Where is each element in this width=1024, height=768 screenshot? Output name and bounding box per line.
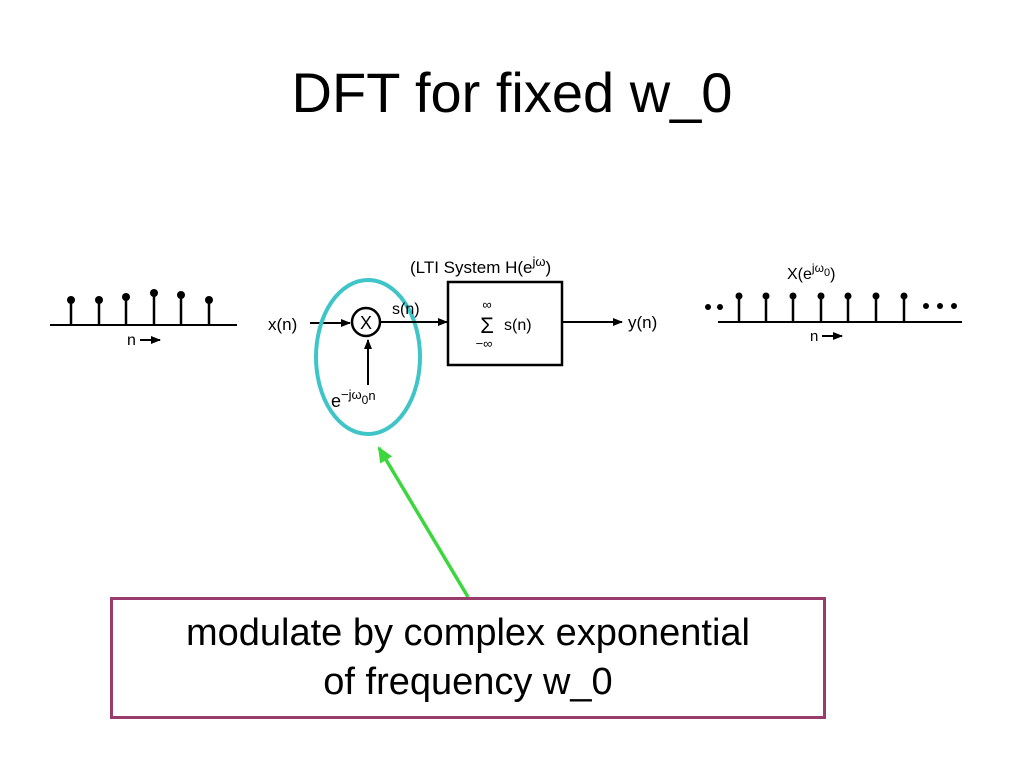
sum-symbol: Σ xyxy=(480,313,494,338)
right-stem-heads xyxy=(735,292,908,300)
output-label: y(n) xyxy=(628,313,657,332)
sum-upper-limit: ∞ xyxy=(482,297,491,312)
callout-line-2: of frequency w_0 xyxy=(323,661,613,703)
modulation-highlight-ellipse xyxy=(314,278,422,436)
callout-pointer-arrow xyxy=(377,446,470,598)
slide-title: DFT for fixed w_0 xyxy=(291,61,733,124)
left-stem-heads xyxy=(67,289,213,304)
right-stems xyxy=(737,296,906,322)
lti-system-box xyxy=(446,280,564,367)
sum-lower-limit: −∞ xyxy=(476,336,493,351)
right-ellipsis-dots xyxy=(705,303,957,310)
product-label: s(n) xyxy=(392,301,420,318)
system-label: (LTI System H(ejω) xyxy=(410,254,551,277)
input-sequence-plot: n xyxy=(50,289,237,349)
multiplier-circle xyxy=(350,306,382,338)
right-plot-title: X(ejω0) xyxy=(787,261,835,283)
sum-label: s(n) xyxy=(504,317,532,334)
right-axis-label: n xyxy=(810,328,818,345)
multiplier-symbol: X xyxy=(360,313,372,333)
callout-box: modulate by complex exponential of frequ… xyxy=(110,597,826,719)
exponential-label: e−jω0n xyxy=(331,387,376,411)
callout-line-1: modulate by complex exponential xyxy=(185,611,750,654)
output-sequence-plot: X(ejω0) xyxy=(705,261,962,345)
left-stems xyxy=(69,293,211,325)
input-label: x(n) xyxy=(268,315,297,334)
left-axis-label: n xyxy=(127,332,136,349)
